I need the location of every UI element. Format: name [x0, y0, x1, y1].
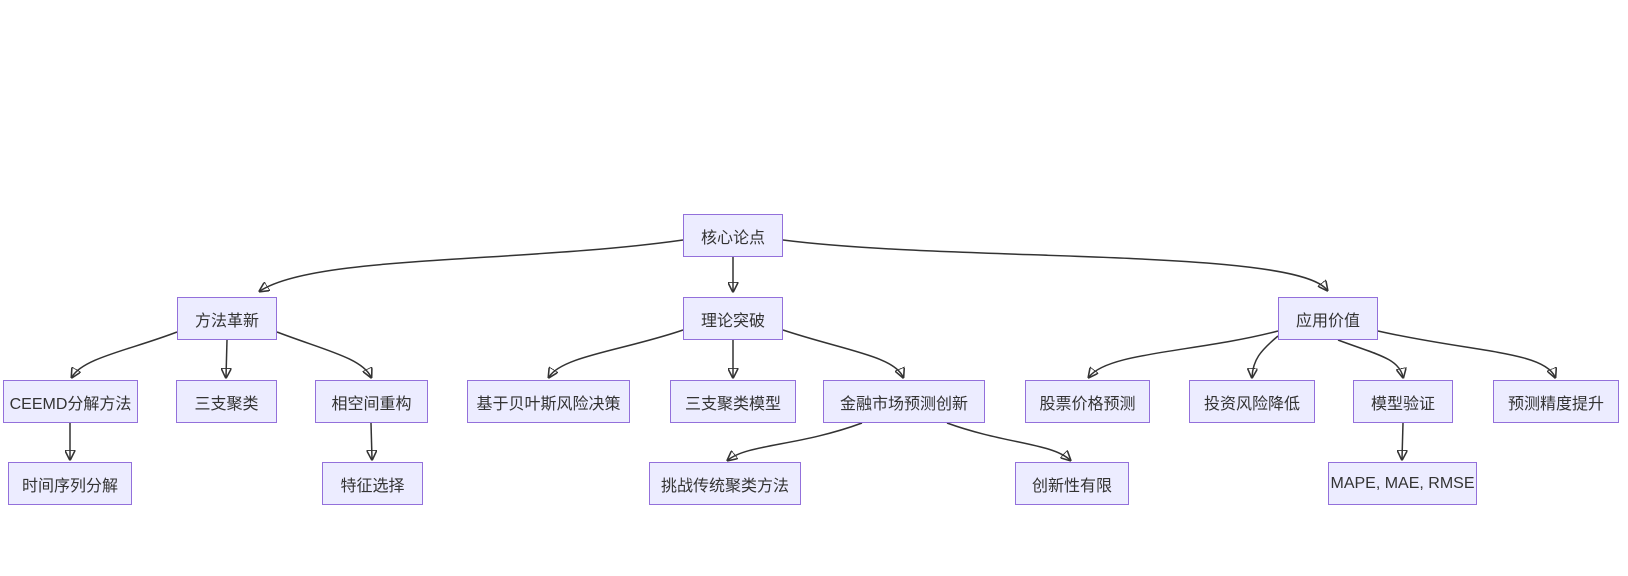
node-theory-breakthrough-label: 理论突破: [700, 312, 765, 330]
node-time-series-decomposition: 时间序列分解: [8, 462, 132, 505]
node-evaluation-metrics-label: MAPE, MAE, RMSE: [1330, 474, 1475, 492]
node-bayesian-risk-decision-label: 基于贝叶斯风险决策: [476, 395, 621, 413]
edge-application-to-stock-price: [1089, 330, 1279, 377]
node-investment-risk-reduction: 投资风险降低: [1189, 380, 1315, 423]
node-evaluation-metrics: MAPE, MAE, RMSE: [1328, 462, 1477, 505]
node-challenge-traditional-clustering-label: 挑战传统聚类方法: [660, 477, 789, 495]
node-theory-breakthrough: 理论突破: [683, 297, 783, 340]
node-prediction-accuracy-label: 预测精度提升: [1507, 395, 1604, 413]
node-three-way-clustering: 三支聚类: [176, 380, 277, 423]
edge-application-to-prediction-accuracy: [1377, 330, 1555, 377]
edge-core-to-method-innovation: [260, 239, 684, 291]
node-bayesian-risk-decision: 基于贝叶斯风险决策: [467, 380, 630, 423]
node-prediction-accuracy: 预测精度提升: [1493, 380, 1619, 423]
edge-phase-space-to-feature-selection: [371, 422, 372, 459]
node-feature-selection: 特征选择: [322, 462, 423, 505]
node-core-thesis: 核心论点: [683, 214, 783, 257]
edge-validation-to-metrics: [1402, 422, 1403, 459]
node-financial-market-prediction-label: 金融市场预测创新: [839, 395, 968, 413]
node-model-validation-label: 模型验证: [1370, 395, 1435, 413]
node-feature-selection-label: 特征选择: [340, 477, 405, 495]
node-method-innovation: 方法革新: [177, 297, 277, 340]
node-application-value-label: 应用价值: [1295, 312, 1360, 330]
node-investment-risk-reduction-label: 投资风险降低: [1203, 395, 1300, 413]
node-core-thesis-label: 核心论点: [700, 229, 765, 247]
node-method-innovation-label: 方法革新: [194, 312, 259, 330]
node-stock-price-prediction-label: 股票价格预测: [1039, 395, 1136, 413]
edge-application-to-investment-risk: [1252, 335, 1279, 377]
node-challenge-traditional-clustering: 挑战传统聚类方法: [649, 462, 801, 505]
node-stock-price-prediction: 股票价格预测: [1025, 380, 1150, 423]
edge-method-to-ceemd: [72, 331, 178, 377]
node-three-way-clustering-model-label: 三支聚类模型: [684, 395, 781, 413]
node-application-value: 应用价值: [1278, 297, 1378, 340]
edge-theory-to-bayesian: [549, 329, 684, 377]
edge-core-to-application-value: [782, 239, 1327, 290]
node-model-validation: 模型验证: [1353, 380, 1453, 423]
node-three-way-clustering-label: 三支聚类: [194, 395, 259, 413]
edge-theory-to-financial-market: [782, 329, 903, 377]
node-limited-novelty: 创新性有限: [1015, 462, 1129, 505]
node-ceemd-decomposition: CEEMD分解方法: [3, 380, 138, 423]
node-financial-market-prediction: 金融市场预测创新: [823, 380, 985, 423]
node-three-way-clustering-model: 三支聚类模型: [670, 380, 796, 423]
node-ceemd-decomposition-label: CEEMD分解方法: [9, 395, 132, 413]
edge-method-to-phase-space: [276, 331, 371, 377]
edge-financial-to-limited-novelty: [946, 422, 1070, 460]
node-time-series-decomposition-label: 时间序列分解: [21, 477, 118, 495]
node-phase-space-reconstruction-label: 相空间重构: [331, 395, 412, 413]
node-limited-novelty-label: 创新性有限: [1031, 477, 1112, 495]
node-phase-space-reconstruction: 相空间重构: [315, 380, 428, 423]
edge-application-to-model-validation: [1337, 339, 1403, 377]
edge-method-to-three-way-clustering: [226, 339, 227, 377]
edge-financial-to-challenge-clustering: [728, 422, 863, 460]
